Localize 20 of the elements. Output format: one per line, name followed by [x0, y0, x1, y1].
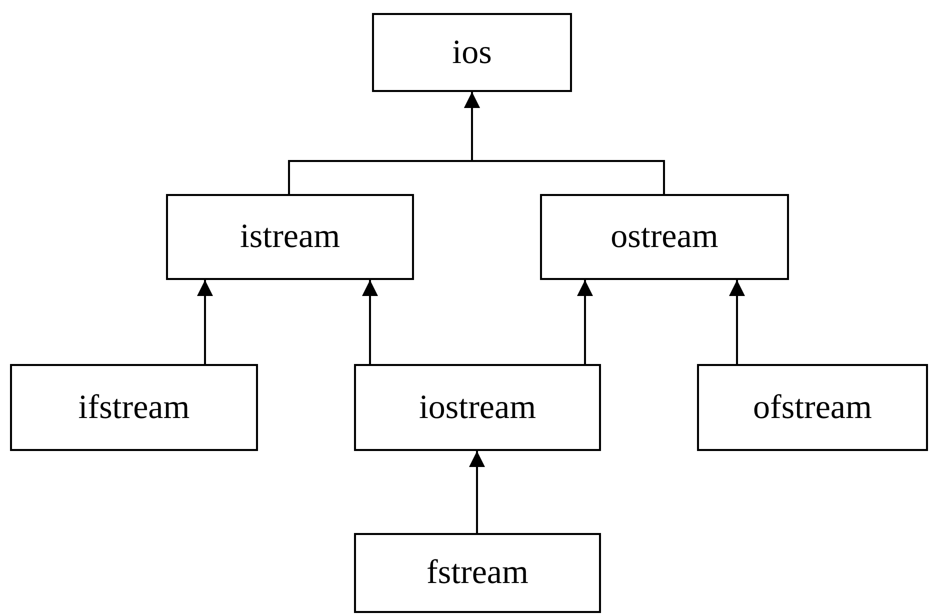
- class-name: istream: [240, 218, 340, 256]
- inheritance-arrow: [362, 280, 378, 364]
- class-box: [354, 364, 601, 451]
- inheritance-arrow: [469, 451, 485, 533]
- class-box: [166, 194, 414, 280]
- inheritance-arrow: [197, 280, 213, 364]
- class-box: [354, 533, 601, 613]
- class-box: [540, 194, 789, 280]
- class-name: iostream: [418, 388, 536, 426]
- class-name: fstream: [426, 554, 528, 592]
- class-box: [372, 13, 572, 92]
- class-box: [10, 364, 258, 451]
- inheritance-arrow: [729, 280, 745, 364]
- class-name: ostream: [610, 218, 718, 256]
- inheritance-arrow: [577, 280, 593, 364]
- class-name: ofstream: [753, 388, 872, 426]
- class-box: [697, 364, 928, 451]
- class-name: ios: [452, 34, 492, 72]
- class-name: ifstream: [78, 388, 190, 426]
- inheritance-arrow: [464, 92, 665, 194]
